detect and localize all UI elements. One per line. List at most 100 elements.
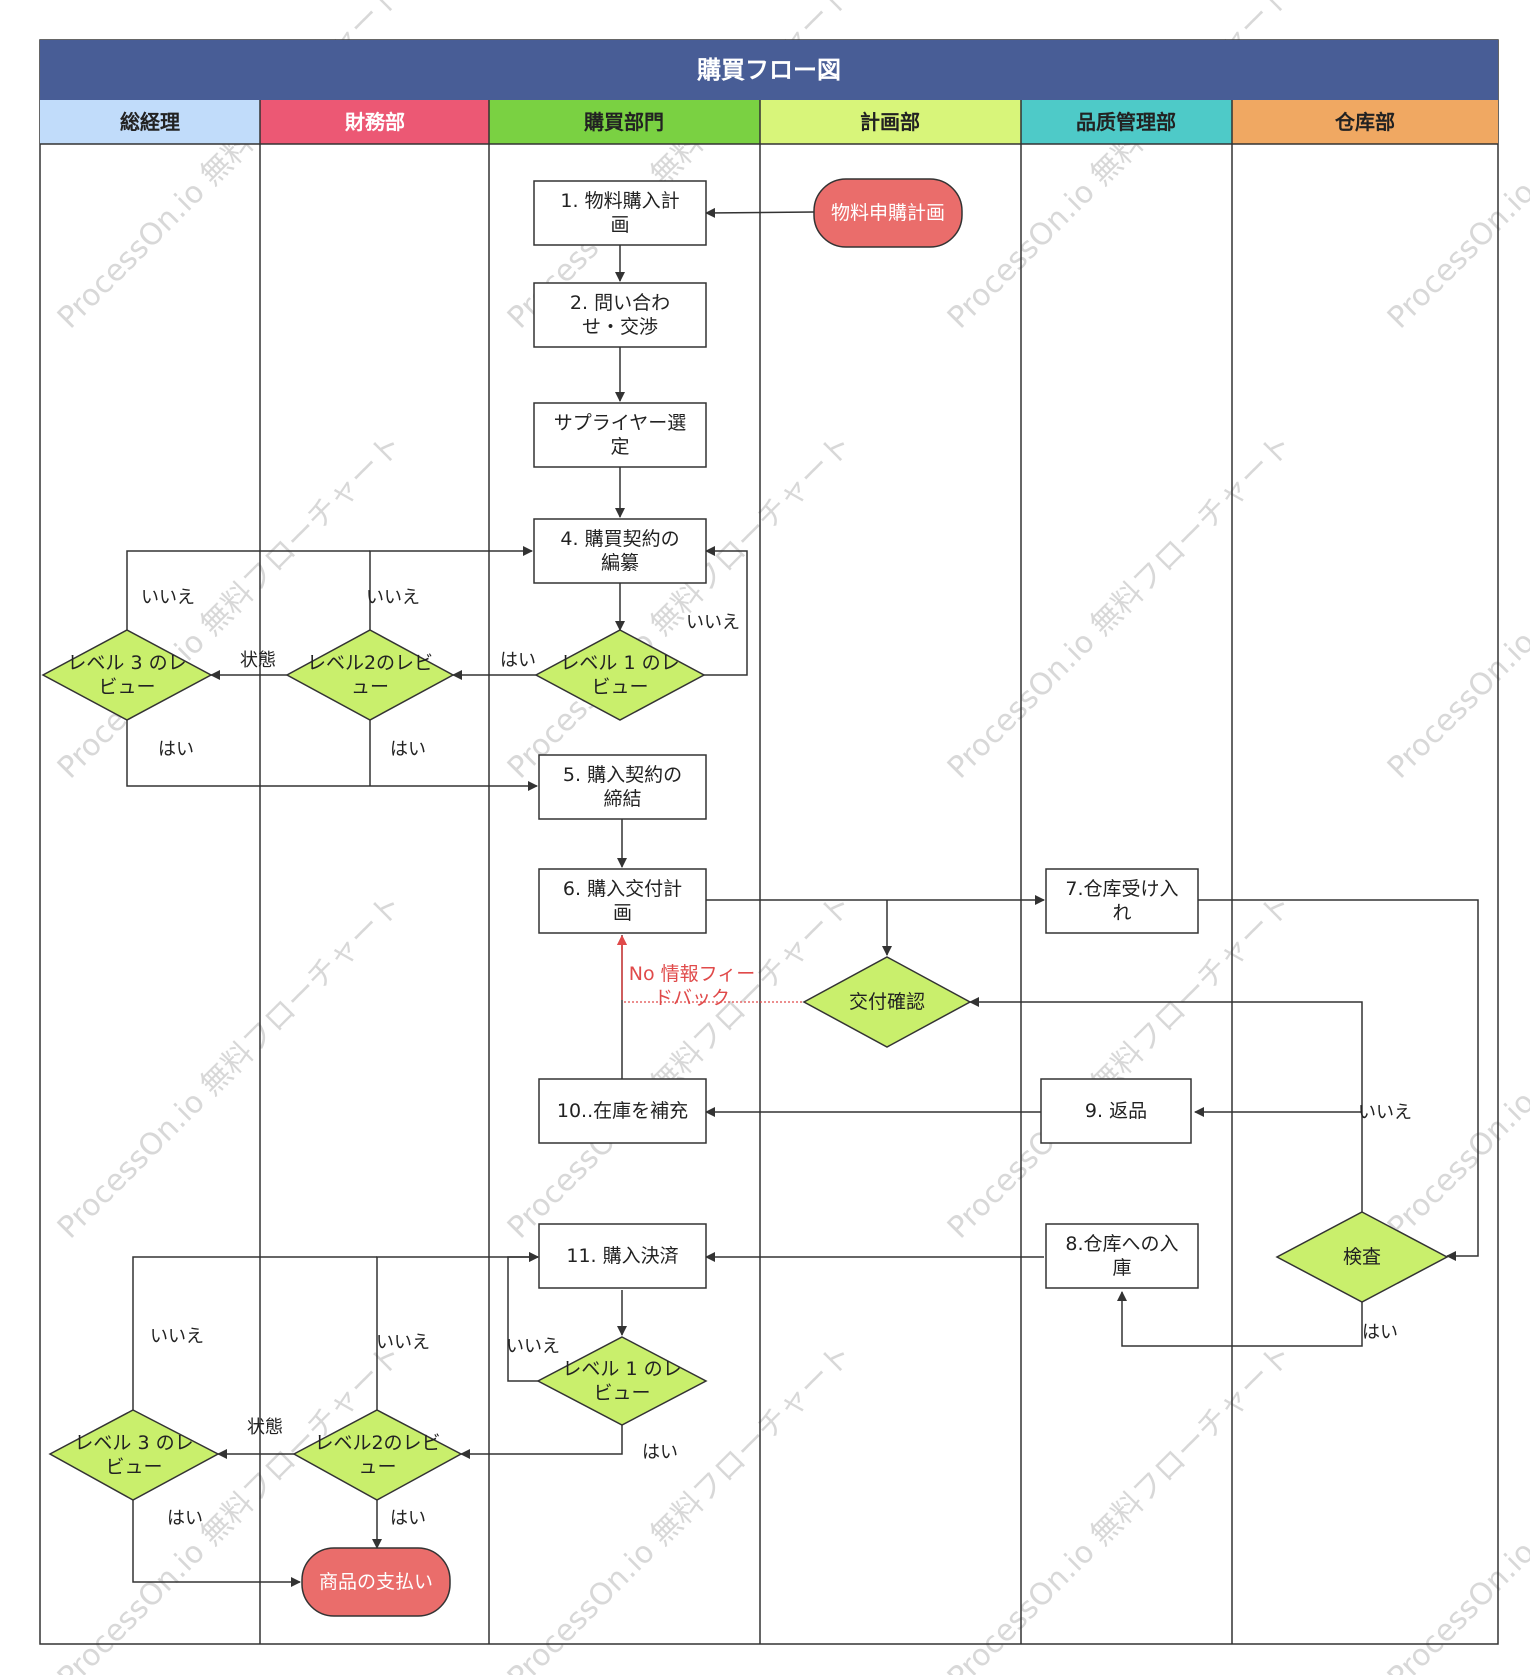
- watermark-text: ProcessOn.io 無料フローチャート: [51, 887, 409, 1245]
- step-2-box[interactable]: [533, 282, 707, 348]
- step-5-box[interactable]: [538, 754, 707, 820]
- review-2b-diamond[interactable]: [292, 1409, 463, 1501]
- step-9-box[interactable]: [1040, 1078, 1192, 1144]
- edge-label-no-1a: いいえ: [686, 612, 740, 633]
- diagram-title: 購買フロー図: [697, 56, 841, 84]
- connector-review3a-no: [126, 550, 370, 630]
- node-label-inspection: 検査: [1343, 1246, 1381, 1268]
- review-3b-diamond[interactable]: [48, 1409, 220, 1501]
- node-label-step11: 11. 購入決済: [566, 1245, 678, 1267]
- node-label-step9: 9. 返品: [1085, 1100, 1147, 1122]
- node-label-step7: れ: [1112, 902, 1131, 924]
- node-label-payment: 商品の支払い: [319, 1571, 433, 1593]
- watermark-text: ProcessOn.io 無料フローチャート: [1381, 887, 1530, 1245]
- edge-label-yes-1a: はい: [500, 650, 536, 671]
- node-label-review2b: レベル2のレビ: [314, 1432, 440, 1454]
- delivery-check-diamond[interactable]: [802, 956, 972, 1048]
- edge-label-state-b: 状態: [247, 1417, 283, 1438]
- step-7-box[interactable]: [1045, 868, 1199, 934]
- step-1-box[interactable]: [533, 180, 707, 246]
- edge-label-yes-2b: はい: [390, 1508, 426, 1529]
- inspection-diamond[interactable]: [1275, 1211, 1449, 1303]
- lane-label-warehouse: 仓库部: [1334, 110, 1395, 134]
- review-1b-diamond[interactable]: [536, 1336, 708, 1426]
- watermark-text: ProcessOn.io 無料フローチャート: [501, 887, 859, 1245]
- edge-label-no-2a: いいえ: [366, 587, 420, 608]
- node-label-step2: せ・交渉: [582, 316, 658, 338]
- watermark-text: ProcessOn.io 無料フローチャート: [501, 427, 859, 785]
- node-label-review3b: ビュー: [105, 1456, 162, 1478]
- edge-label-yes-1b: はい: [642, 1442, 678, 1463]
- node-label-step6: 6. 購入交付計: [563, 878, 682, 900]
- edge-label-no-1b: いいえ: [506, 1336, 560, 1357]
- node-label-review1b: ビュー: [593, 1382, 650, 1404]
- review-3a-diamond[interactable]: [41, 629, 213, 721]
- feedback-labels: No 情報フィー ドバック: [629, 963, 756, 1009]
- watermark-text: ProcessOn.io 無料フローチャート: [1381, 427, 1530, 785]
- connector-step7-to-inspection: [1198, 899, 1479, 1261]
- step-8-box[interactable]: [1045, 1223, 1199, 1289]
- node-label-step10: 10..在庫を補充: [557, 1100, 688, 1122]
- lane-label-planning: 計画部: [860, 110, 920, 134]
- node-label-review1a: ビュー: [591, 676, 648, 698]
- edge-label-yes-3a: はい: [158, 739, 194, 760]
- step-3-box[interactable]: [533, 402, 707, 468]
- lane-label-general: 総経理: [120, 110, 180, 134]
- node-label-step8: 庫: [1112, 1257, 1131, 1279]
- feedback-label-line-1: No 情報フィー: [629, 963, 756, 985]
- lane-headers: 総経理 財務部 購買部門 計画部 品质管理部 仓库部: [40, 100, 1498, 144]
- lane-header-finance: [260, 100, 489, 144]
- node-label-step3: サプライヤー選: [554, 412, 686, 434]
- node-label-step5: 5. 購入契約の: [563, 764, 682, 786]
- material-plan-terminal[interactable]: [813, 178, 963, 248]
- edge-labels: いいえ いいえ いいえ はい 状態 はい はい いいえ はい いいえ いいえ い…: [141, 587, 1412, 1529]
- lane-header-warehouse: [1232, 100, 1498, 144]
- lane-header-purchase: [489, 100, 760, 144]
- watermark-text: ProcessOn.io 無料フローチャート: [941, 1337, 1299, 1675]
- connector-review1a-no: [704, 546, 748, 676]
- step-6-box[interactable]: [538, 868, 707, 934]
- node-label-step8: 8.仓库への入: [1065, 1233, 1178, 1255]
- lane-header-general: [40, 100, 260, 144]
- step-4-box[interactable]: [533, 518, 707, 584]
- flow-shapes: [41, 178, 1449, 1617]
- edge-label-no-inspection: いいえ: [1358, 1102, 1412, 1123]
- edge-label-no-3a: いいえ: [141, 587, 195, 608]
- edge-label-no-3b: いいえ: [150, 1326, 204, 1347]
- node-label-step2: 2. 問い合わ: [570, 292, 670, 314]
- node-label-review3a: ビュー: [98, 676, 155, 698]
- title-bar: [40, 40, 1498, 100]
- edge-label-state-a: 状態: [240, 650, 276, 671]
- edge-label-yes-2a: はい: [390, 739, 426, 760]
- edge-label-yes-inspection: はい: [1362, 1322, 1398, 1343]
- lane-header-planning: [760, 100, 1021, 144]
- node-label-review1b: レベル 1 のレ: [562, 1358, 681, 1380]
- node-label-step3: 定: [610, 436, 629, 458]
- lane-dividers: [40, 100, 1498, 1644]
- node-label-step7: 7.仓库受け入: [1065, 878, 1178, 900]
- watermark-text: ProcessOn.io 無料フローチャート: [941, 887, 1299, 1245]
- review-2a-diamond[interactable]: [285, 629, 455, 721]
- edge-label-no-2b: いいえ: [376, 1332, 430, 1353]
- node-label-review1a: レベル 1 のレ: [560, 652, 679, 674]
- node-label-review2a: ュー: [351, 676, 389, 698]
- step-10-box[interactable]: [538, 1078, 707, 1144]
- node-label-step4: 編纂: [601, 552, 639, 574]
- payment-terminal[interactable]: [301, 1547, 451, 1617]
- node-label-step4: 4. 購買契約の: [560, 528, 679, 550]
- connectors: [126, 207, 1479, 1587]
- feedback-connectors: [617, 935, 806, 1003]
- lane-label-finance: 財務部: [345, 110, 405, 134]
- review-1a-diamond[interactable]: [534, 629, 706, 721]
- node-label-delivery-check: 交付確認: [849, 991, 925, 1013]
- connector-inspection-yes: [1117, 1291, 1363, 1347]
- node-label-step1: 1. 物料購入計: [560, 190, 679, 212]
- watermark-text: ProcessOn.io 無料フローチャート: [51, 1337, 409, 1675]
- node-label-material-plan: 物料申購計画: [831, 202, 945, 224]
- feedback-label-line-2: ドバック: [654, 987, 730, 1009]
- edge-label-yes-3b: はい: [167, 1508, 203, 1529]
- step-11-box[interactable]: [538, 1223, 707, 1289]
- watermark-text: ProcessOn.io 無料フローチャート: [51, 427, 409, 785]
